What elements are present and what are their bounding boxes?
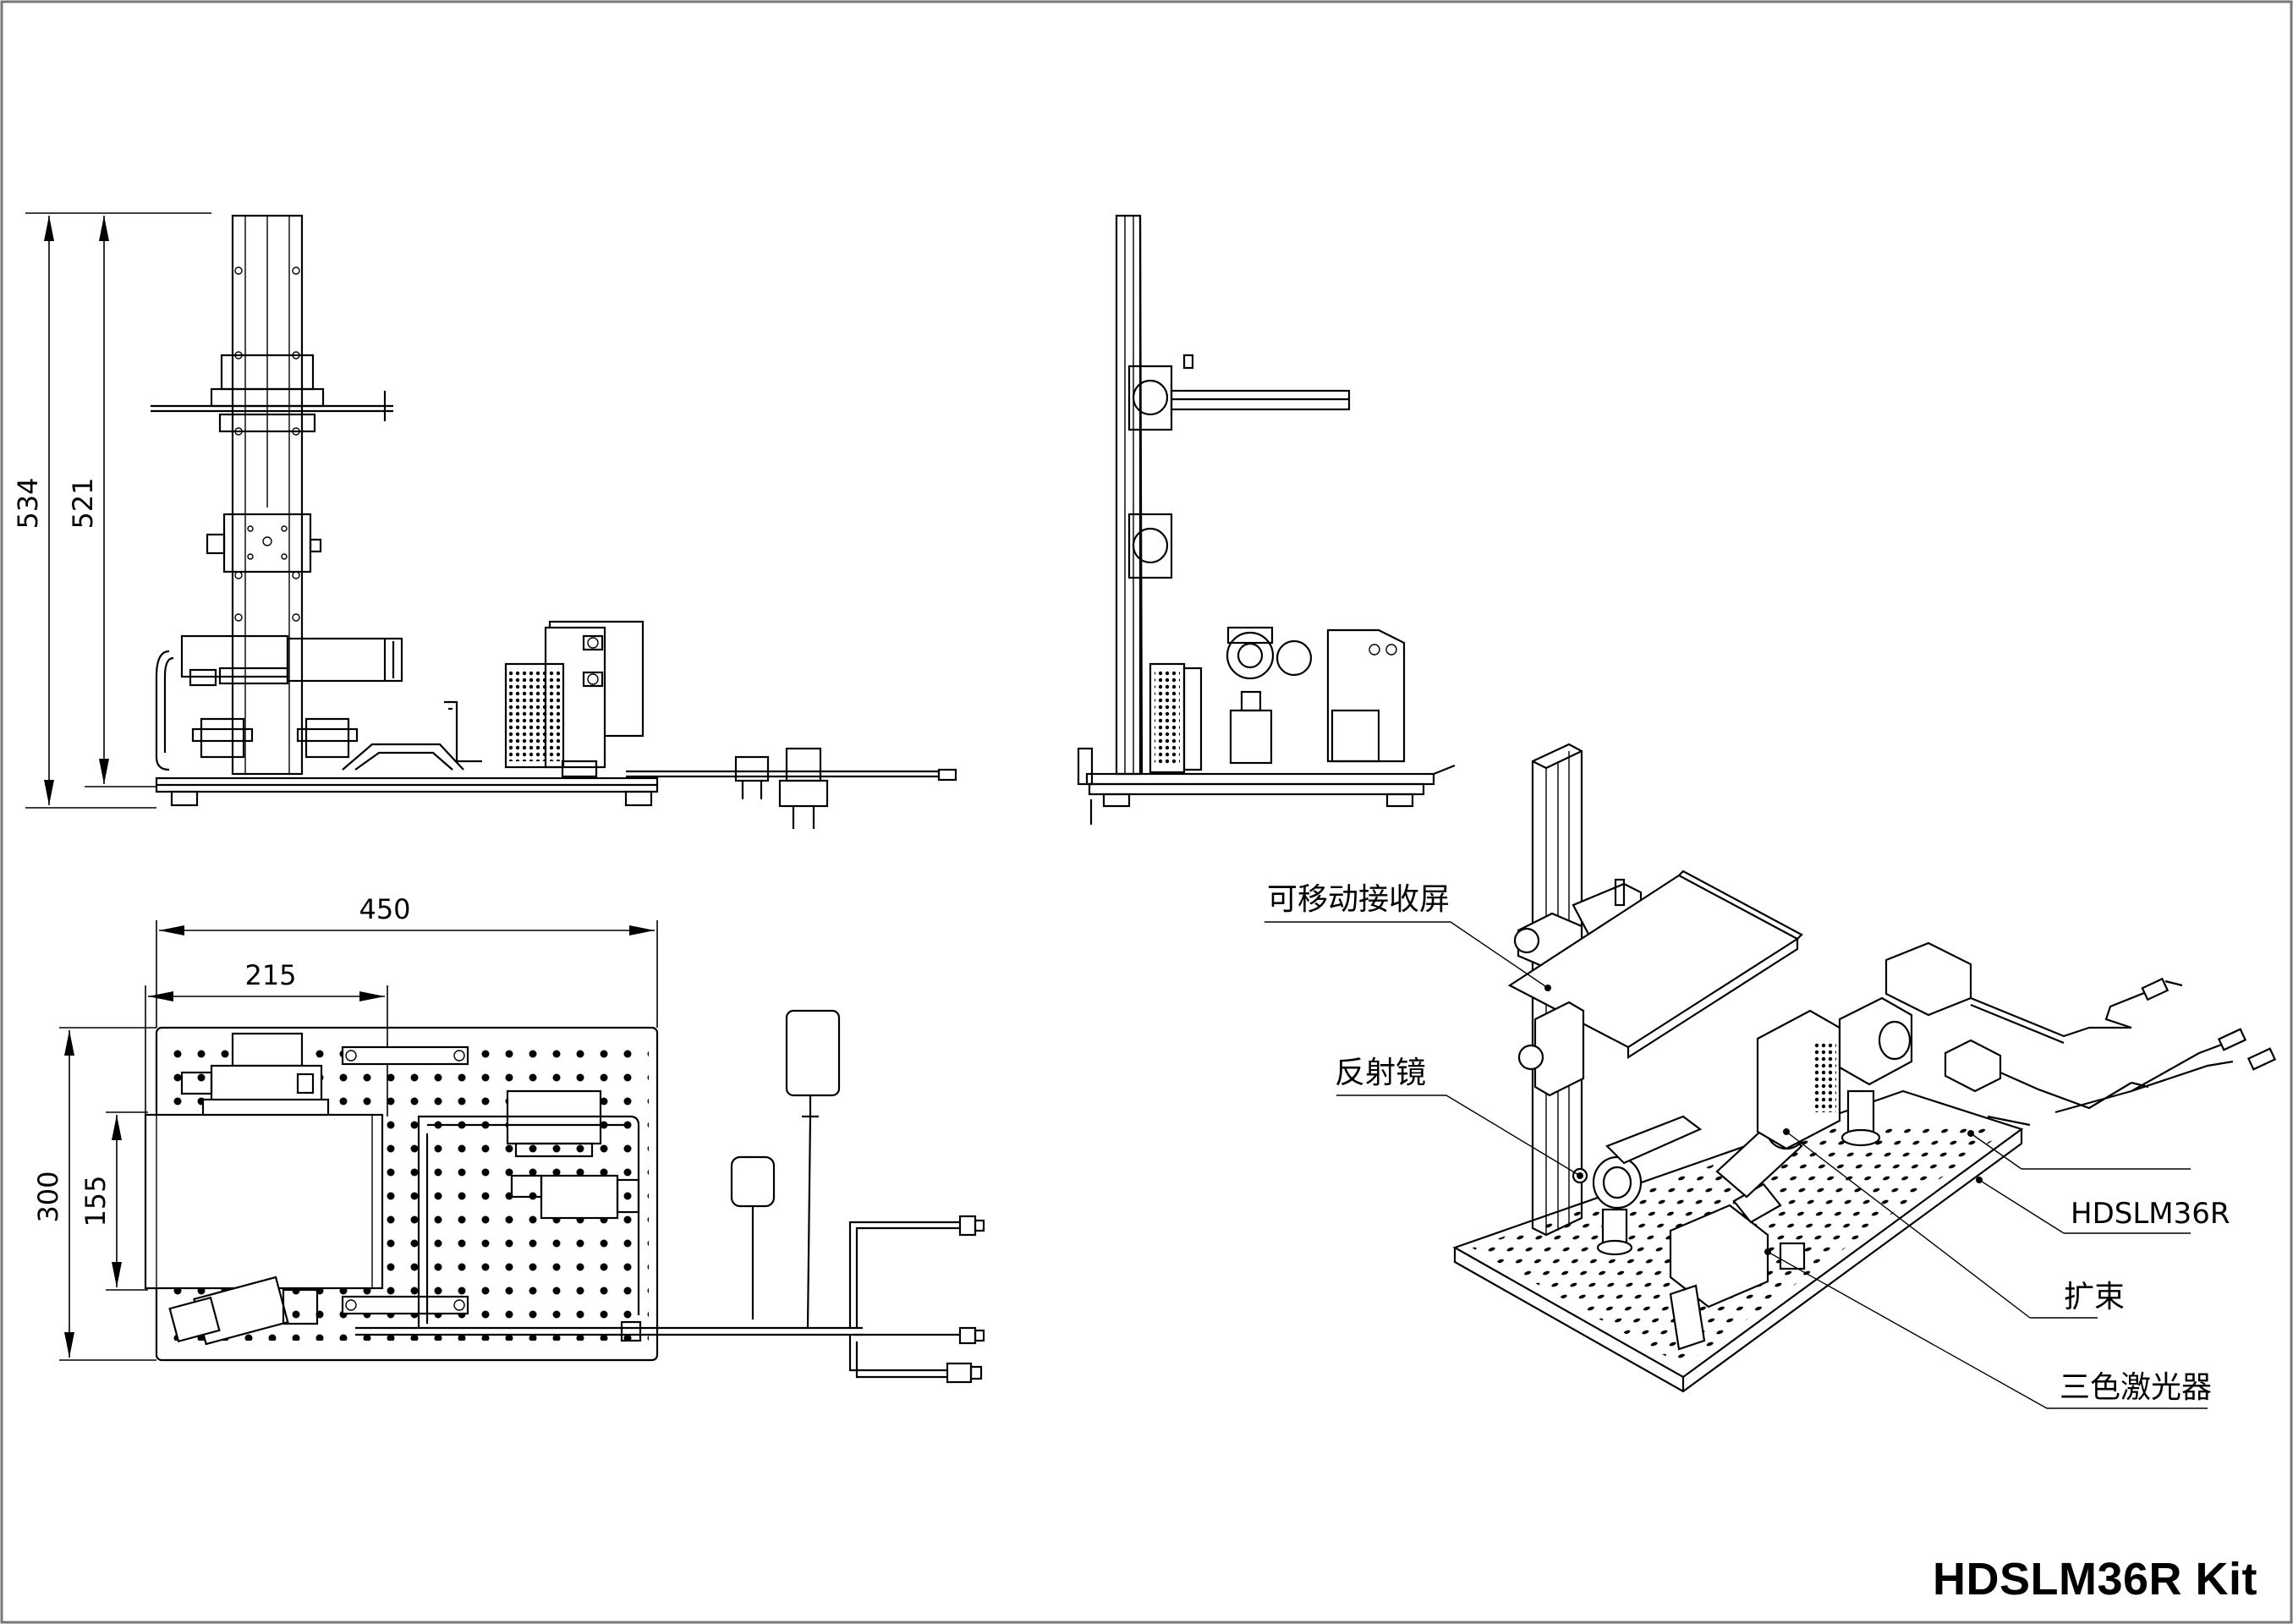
height-inner-label: 521 (67, 477, 99, 529)
top-screen (144, 1113, 384, 1290)
front-view: 534 521 (12, 212, 957, 829)
top-rails (341, 1045, 469, 1315)
width-partial-label: 215 (244, 959, 296, 991)
iso-slm (1756, 996, 1913, 1150)
top-cables (355, 1009, 985, 1384)
iso-slider (1517, 1001, 1585, 1097)
front-cables (626, 747, 957, 829)
depth-total-label: 300 (32, 1171, 64, 1222)
iso-view: 可移动接收屏 反射镜 HDSLM36R 扩束 三色激光器 (1264, 743, 2277, 1409)
top-column-block (180, 1032, 330, 1116)
height-outer-label: 534 (12, 477, 44, 529)
side-base (1077, 747, 1456, 825)
iso-power (1884, 941, 2277, 1127)
label-mirror: 反射镜 (1335, 1056, 1426, 1090)
depth-partial-label: 155 (80, 1175, 112, 1226)
iso-laser (1669, 1182, 1782, 1351)
slm-module (444, 620, 645, 778)
slider-block (206, 513, 322, 573)
side-slider (1127, 513, 1173, 579)
side-screen-arm (1127, 354, 1351, 431)
label-screen: 可移动接收屏 (1267, 882, 1450, 917)
top-view: 450 215 300 155 (32, 893, 985, 1384)
label-laser: 三色激光器 (2060, 1370, 2212, 1405)
label-expander: 扩束 (2064, 1280, 2125, 1314)
side-components (1149, 626, 1406, 774)
iso-callouts: 可移动接收屏 反射镜 HDSLM36R 扩束 三色激光器 (1264, 882, 2230, 1409)
iso-screen (1507, 870, 1803, 1060)
top-laser (168, 1276, 319, 1346)
laser-housing (155, 634, 403, 771)
label-slm: HDSLM36R (2071, 1197, 2230, 1231)
side-column (1115, 214, 1144, 776)
height-dimension: 534 521 (12, 212, 211, 809)
top-slm (417, 1089, 640, 1328)
vertical-column (231, 214, 304, 776)
slm-holes (507, 668, 562, 761)
screen-mount (151, 354, 393, 433)
side-view (1077, 214, 1456, 825)
handle (342, 743, 464, 771)
width-total-label: 450 (359, 893, 410, 925)
drawing-title: HDSLM36R Kit (1932, 1554, 2257, 1605)
iso-mirror (1572, 1115, 1703, 1256)
breadboard-base (155, 776, 659, 807)
